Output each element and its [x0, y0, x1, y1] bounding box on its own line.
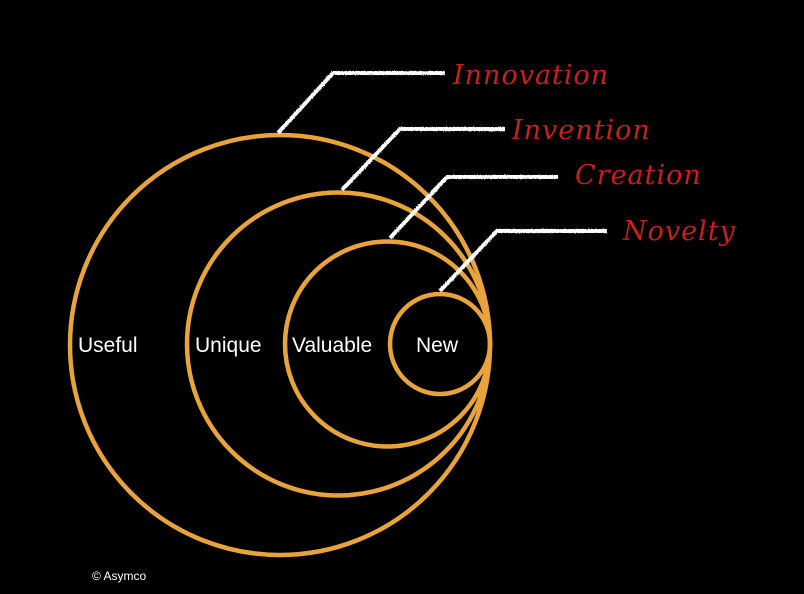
label-new: New — [416, 334, 459, 357]
leader-novelty — [438, 229, 607, 293]
label-unique: Unique — [195, 334, 262, 357]
leader-invention — [340, 127, 505, 192]
copyright: © Asymco — [92, 569, 147, 583]
tag-novelty: Novelty — [622, 216, 736, 247]
circle-new — [387, 291, 493, 397]
tag-creation: Creation — [575, 160, 702, 191]
leader-creation — [388, 175, 558, 240]
leader-lines — [276, 71, 607, 293]
label-useful: Useful — [78, 334, 138, 357]
tag-invention: Invention — [511, 115, 651, 146]
leader-innovation — [276, 71, 445, 135]
label-valuable: Valuable — [292, 334, 372, 357]
circles — [67, 132, 493, 558]
tag-innovation: Innovation — [452, 60, 609, 91]
